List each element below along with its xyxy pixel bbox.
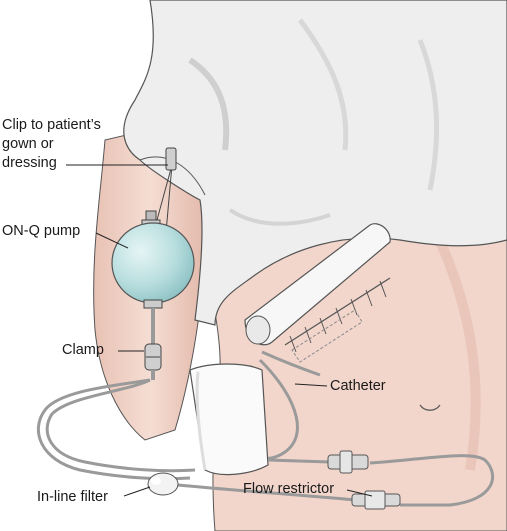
flow-restrictor-label: Flow restrictor [243,481,335,497]
filter-label: In-line filter [37,489,108,505]
on-q-pump [111,210,195,345]
leader-flow [346,489,373,497]
tubing [36,378,191,481]
pump-label: ON-Q pump [2,223,81,239]
clamp [144,343,162,380]
clip-label: Clip to patient’s gown or dressing [2,116,101,173]
clip-label-line-1: Clip to patient’s [2,117,101,133]
clip [165,147,177,171]
shirt [123,0,507,326]
flow-restrictor [351,490,401,510]
gauze-pad [189,363,269,476]
leader-catheter [294,383,328,387]
catheter-connector [327,450,369,474]
leader-filter [123,486,151,497]
leader-pump [95,232,129,249]
clamp-label: Clamp [62,342,104,358]
clip-label-line-3: dressing [2,155,57,171]
in-line-filter [147,472,179,496]
clip-label-line-2: gown or [2,136,54,152]
navel [419,404,441,411]
catheter-label: Catheter [330,378,386,394]
